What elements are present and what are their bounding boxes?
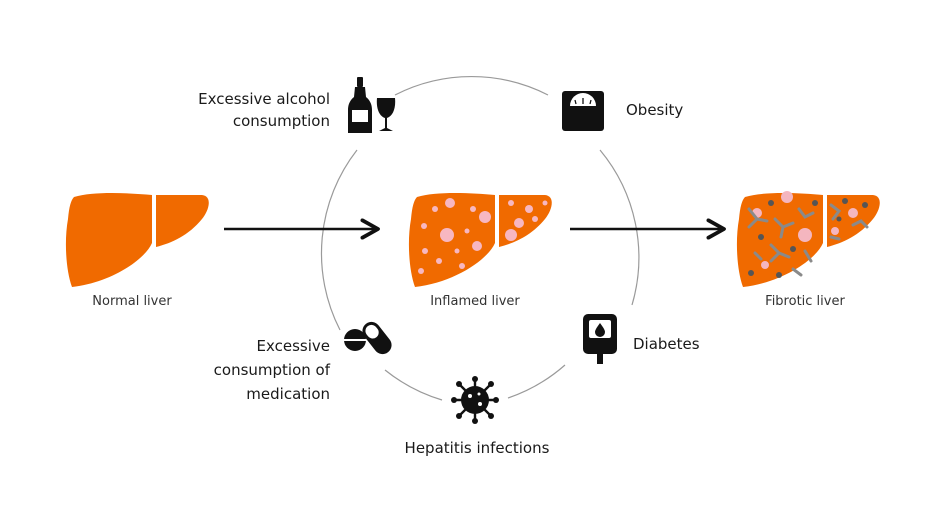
cause-label-hepatitis: Hepatitis infections [404, 439, 550, 457]
inflamed-liver-icon [408, 193, 552, 287]
cause-label-alcohol-line2: consumption [232, 112, 330, 130]
glucose-meter-icon [583, 314, 617, 364]
wine-bottle-glass-icon [348, 77, 396, 133]
virus-icon [451, 376, 499, 424]
cause-label-medication-line1: Excessive [256, 337, 330, 355]
normal-liver-icon [65, 193, 209, 287]
cause-label-obesity: Obesity [626, 101, 684, 119]
causes-circle [320, 76, 640, 401]
cause-label-medication-line3: medication [246, 385, 330, 403]
weighing-scale-icon [562, 91, 604, 131]
cause-label-medication: Excessive consumption of medication [160, 334, 330, 406]
stage-label-inflamed: Inflamed liver [430, 294, 520, 309]
cause-label-diabetes: Diabetes [633, 335, 700, 353]
stage-label-normal: Normal liver [92, 294, 172, 309]
cause-label-medication-line2: consumption of [213, 361, 330, 379]
fibrotic-liver-icon [736, 191, 880, 287]
stage-label-fibrotic: Fibrotic liver [765, 294, 845, 309]
cause-label-alcohol-line1: Excessive alcohol [198, 90, 330, 108]
pill-capsule-icon [344, 321, 392, 355]
cause-label-alcohol: Excessive alcohol consumption [160, 88, 330, 132]
